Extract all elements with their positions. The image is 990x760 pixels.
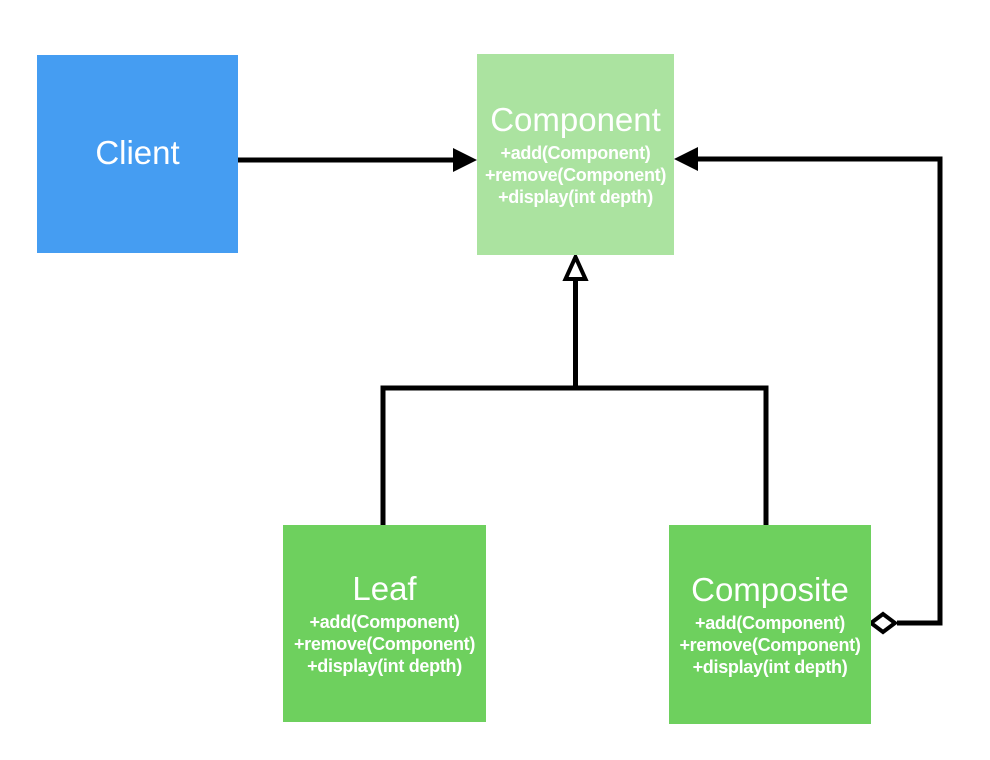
node-component-method: +add(Component) [500,142,651,163]
node-leaf-method: +remove(Component) [293,633,476,654]
node-composite: Composite +add(Component) +remove(Compon… [669,525,871,724]
node-client-title: Client [95,133,180,171]
node-composite-method: +remove(Component) [679,634,861,655]
node-composite-title: Composite [691,571,849,609]
generalization-triangle-icon [562,252,589,281]
node-component-title: Component [490,101,661,139]
association-arrowhead-icon [453,148,477,172]
aggregation-path-line [694,156,943,626]
node-component: Component +add(Component) +remove(Compon… [477,54,674,255]
node-client: Client [37,55,238,253]
generalization-branch-line [380,385,769,525]
aggregation-arrowhead-icon [674,147,698,171]
node-component-method: +display(int depth) [498,186,653,207]
node-leaf-method: +display(int depth) [307,655,462,676]
aggregation-diamond-icon [867,611,899,635]
node-composite-method: +display(int depth) [692,656,848,677]
node-leaf-method: +add(Component) [309,611,460,632]
node-composite-method: +add(Component) [695,612,845,633]
node-component-method: +remove(Component) [484,164,667,185]
node-leaf: Leaf +add(Component) +remove(Component) … [283,525,486,722]
node-leaf-title: Leaf [352,570,417,608]
